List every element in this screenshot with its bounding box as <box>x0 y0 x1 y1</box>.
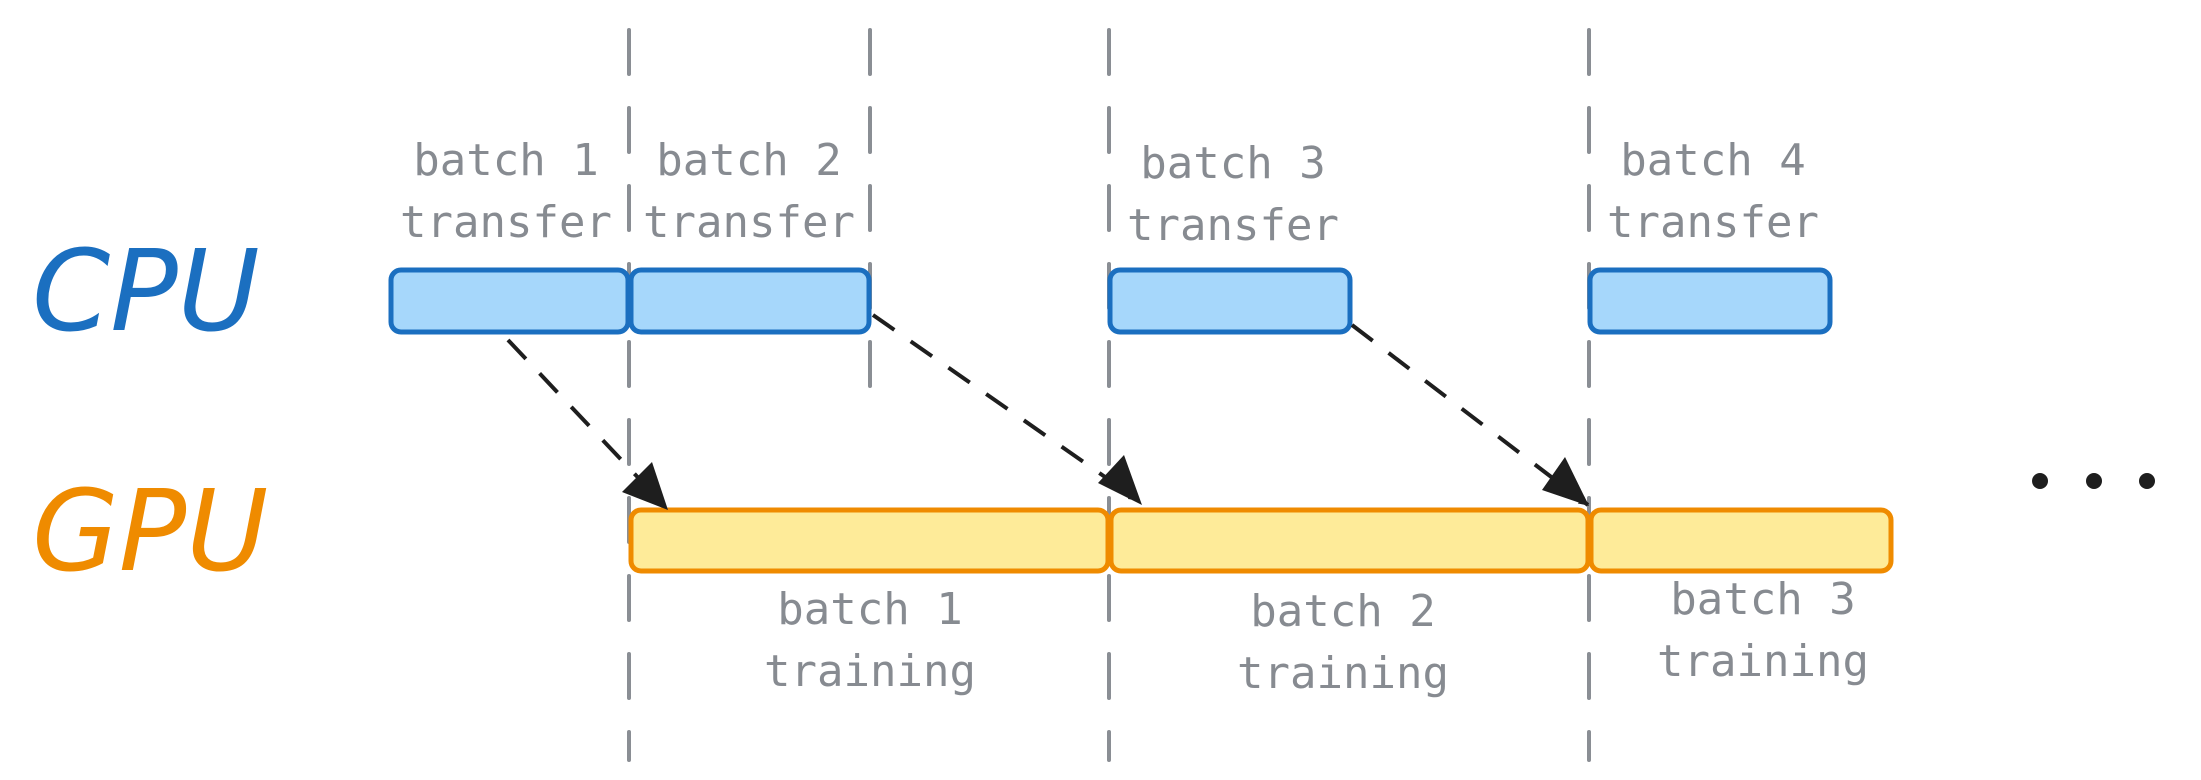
gpu-task-label: training <box>1657 636 1869 687</box>
cpu-task-label: batch 1 <box>413 135 598 186</box>
cpu-task-box <box>628 267 872 335</box>
cpu-task-label: batch 2 <box>656 135 841 186</box>
cpu-task-label: transfer <box>400 197 612 248</box>
cpu-task-label: batch 4 <box>1620 135 1805 186</box>
cpu-task-label: transfer <box>643 197 855 248</box>
gpu-task-box <box>1108 507 1591 574</box>
arrowhead-icon <box>1098 455 1142 505</box>
arrowhead-icon <box>622 462 668 510</box>
gpu-task-label: training <box>764 646 976 697</box>
ellipsis-icon <box>2032 473 2155 489</box>
cpu-task-box <box>1587 267 1833 335</box>
cpu-task-box <box>1107 267 1353 335</box>
dependency-arrow <box>871 313 1140 502</box>
cpu-task-label: batch 3 <box>1140 138 1325 189</box>
cpu-task-label: transfer <box>1127 200 1339 251</box>
gpu-task-label: training <box>1237 648 1449 699</box>
cpu-task-label: transfer <box>1607 197 1819 248</box>
gpu-task-box <box>628 507 1111 574</box>
gpu-row-label: GPU <box>32 467 268 597</box>
gpu-task-label: batch 1 <box>777 584 962 635</box>
arrowhead-icon <box>1542 457 1589 506</box>
dependency-arrow <box>1350 323 1590 507</box>
gpu-task-box <box>1588 507 1894 574</box>
cpu-row-label: CPU <box>32 227 260 357</box>
gpu-task-label: batch 3 <box>1670 574 1855 625</box>
cpu-task-box <box>388 267 631 335</box>
gpu-task-label: batch 2 <box>1250 586 1435 637</box>
